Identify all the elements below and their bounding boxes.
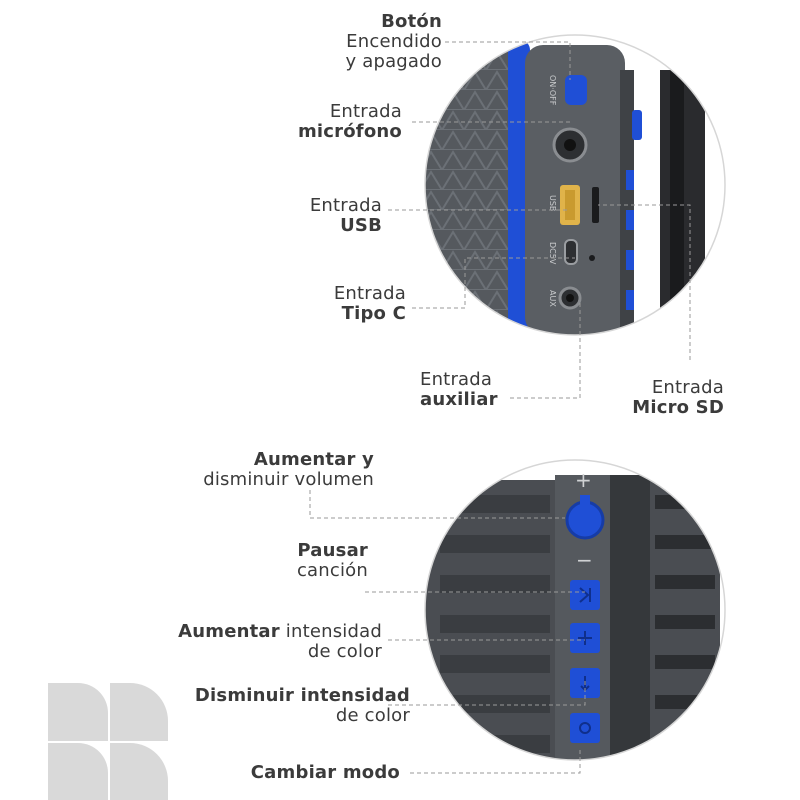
label-usb-title: USB xyxy=(340,215,382,236)
logo-shape-bottom-right xyxy=(110,743,168,800)
ports-closeup: ON·OFF USB DC5V AUX xyxy=(424,34,726,336)
label-decrease-title: Disminuir intensidad xyxy=(194,685,410,706)
label-increase-line1: Aumentar intensidad xyxy=(178,622,382,642)
label-power-line2: y apagado xyxy=(345,51,442,72)
label-typec-input: Entrada Tipo C xyxy=(334,284,406,324)
label-power-button: Botón Encendido y apagado xyxy=(345,12,442,72)
label-pause-title: Pausar xyxy=(297,540,368,561)
brand-logo xyxy=(48,683,168,800)
label-mic-line1: Entrada xyxy=(329,101,402,122)
label-mode-title: Cambiar modo xyxy=(250,762,400,783)
label-pause: Pausar canción xyxy=(297,541,368,581)
controls-closeup: + − xyxy=(424,459,726,761)
label-microsd-input: Entrada Micro SD xyxy=(632,378,724,418)
label-volume-title: Aumentar y xyxy=(253,449,374,470)
label-mic-input: Entrada micrófono xyxy=(298,102,402,142)
label-aux-line1: Entrada xyxy=(420,369,493,390)
label-typec-line1: Entrada xyxy=(333,283,406,304)
label-decrease-color: Disminuir intensidad de color xyxy=(195,686,410,726)
label-volume: Aumentar y disminuir volumen xyxy=(203,450,374,490)
dc5v-label: DC5V xyxy=(548,242,557,265)
usb-label: USB xyxy=(548,195,557,211)
label-increase-inline: intensidad xyxy=(285,621,382,642)
logo-shape-top-right xyxy=(110,683,168,741)
label-decrease-line2: de color xyxy=(335,705,410,726)
label-increase-line2: de color xyxy=(307,641,382,662)
aux-label: AUX xyxy=(548,290,557,307)
power-switch[interactable] xyxy=(565,75,587,105)
mode-button[interactable] xyxy=(570,713,600,743)
label-usb-line1: Entrada xyxy=(309,195,382,216)
logo-shape-top-left xyxy=(48,683,108,741)
pause-button[interactable] xyxy=(570,580,600,610)
label-power-line1: Encendido xyxy=(346,31,442,52)
logo-shape-bottom-left xyxy=(48,743,108,800)
label-increase-color: Aumentar intensidad de color xyxy=(178,622,382,662)
blue-trim xyxy=(508,40,530,335)
label-aux-input: Entrada auxiliar xyxy=(420,370,498,410)
label-increase-title: Aumentar xyxy=(178,621,280,642)
controls-leader-lines xyxy=(309,490,586,774)
plus-symbol: + xyxy=(575,468,592,492)
on-off-label: ON·OFF xyxy=(548,75,557,106)
label-microsd-line1: Entrada xyxy=(651,377,724,398)
label-aux-title: auxiliar xyxy=(420,389,498,410)
ports-leader-lines xyxy=(388,41,691,399)
label-pause-line2: canción xyxy=(296,560,368,581)
label-microsd-title: Micro SD xyxy=(632,397,724,418)
label-power-title: Botón xyxy=(381,11,442,32)
label-mic-title: micrófono xyxy=(297,121,402,142)
microsd-slot xyxy=(592,187,599,223)
label-change-mode: Cambiar modo xyxy=(251,763,400,783)
label-volume-line2: disminuir volumen xyxy=(203,469,374,490)
label-usb-input: Entrada USB xyxy=(310,196,382,236)
label-typec-title: Tipo C xyxy=(341,303,406,324)
minus-symbol: − xyxy=(576,548,593,572)
